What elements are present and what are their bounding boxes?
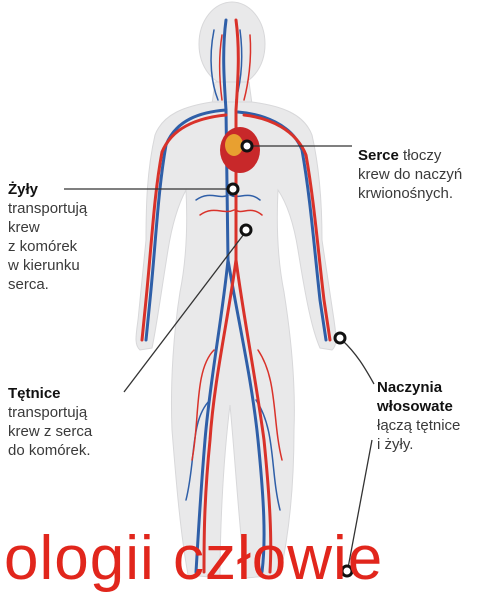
arteries-line-3: do komórek. (8, 441, 92, 460)
heart-line-1: krew do naczyń (358, 165, 462, 184)
veins-line-1: transportują (8, 199, 87, 218)
banner-text: ologii człowie (4, 524, 491, 594)
veins-label: Żyły transportują krew z komórek w kieru… (8, 180, 87, 294)
veins-line-2: krew (8, 218, 87, 237)
veins-title: Żyły (8, 180, 87, 199)
veins-line-3: z komórek (8, 237, 87, 256)
veins-line-5: serca. (8, 275, 87, 294)
capillaries-title-2: włosowate (377, 397, 460, 416)
heart-marker (242, 141, 252, 151)
vein-marker (228, 184, 238, 194)
capillaries-line-2: i żyły. (377, 435, 460, 454)
veins-line-4: w kierunku (8, 256, 87, 275)
heart-first-line: Serce tłoczy (358, 146, 462, 165)
arteries-line-2: krew z serca (8, 422, 92, 441)
capillaries-label: Naczynia włosowate łączą tętnice i żyły. (377, 378, 460, 454)
heart-title-rest: tłoczy (399, 147, 442, 164)
arteries-title: Tętnice (8, 384, 92, 403)
arteries-label: Tętnice transportują krew z serca do kom… (8, 384, 92, 460)
artery-marker (241, 225, 251, 235)
capillaries-line-1: łączą tętnice (377, 416, 460, 435)
arteries-line-1: transportują (8, 403, 92, 422)
capillary-marker-upper (335, 333, 345, 343)
heart-line-2: krwionośnych. (358, 184, 462, 203)
heart-label: Serce tłoczy krew do naczyń krwionośnych… (358, 146, 462, 203)
heart (220, 127, 260, 173)
capillaries-title-1: Naczynia (377, 378, 460, 397)
heart-title: Serce (358, 147, 399, 164)
